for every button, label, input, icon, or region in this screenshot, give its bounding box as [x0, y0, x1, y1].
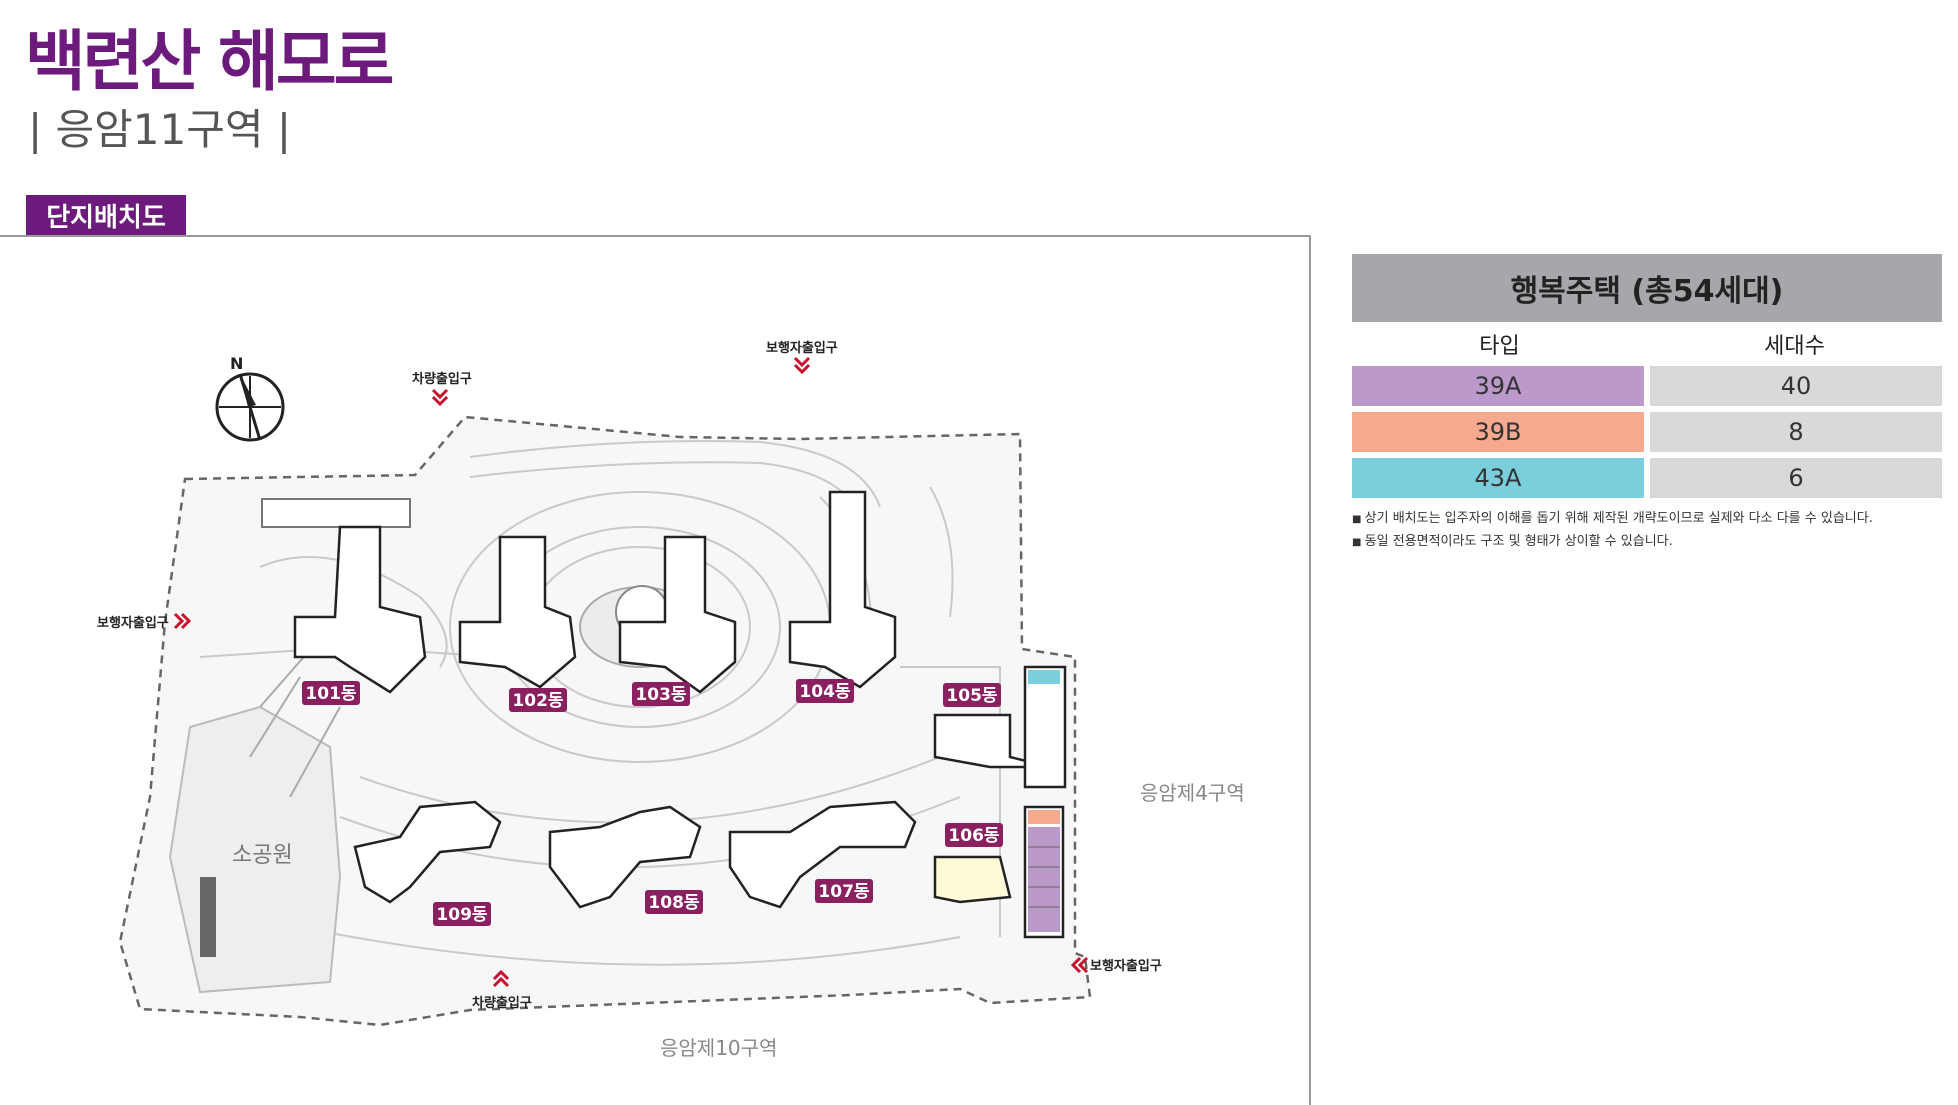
table-notes: 상기 배치도는 입주자의 이해를 돕기 위해 제작된 개략도이므로 실제와 다소…: [1352, 508, 1942, 554]
left-chevron-icon: [1070, 956, 1089, 974]
count-cell: 40: [1650, 366, 1942, 406]
unit-39a: [1028, 827, 1060, 932]
note-item: 동일 전용면적이라도 구조 및 형태가 상이할 수 있습니다.: [1352, 531, 1942, 554]
unit-43a: [1028, 670, 1060, 684]
pedestrian-entrance-right-label: 보행자출입구: [1090, 958, 1162, 974]
entrance-markers: 차량출입구 보행자출입구 보행자출입구 보행자출입구 차량출입구: [97, 340, 1162, 1011]
up-chevron-icon: [492, 969, 510, 988]
badge-103: 103동: [635, 685, 686, 705]
down-chevron-icon: [793, 356, 811, 375]
building-badges: 101동 102동 103동 104동 105동 106동 107동 108동 …: [302, 679, 1003, 926]
badge-106: 106동: [948, 826, 999, 846]
small-park: 소공원: [168, 626, 342, 994]
pedestrian-entrance-left-label: 보행자출입구: [97, 615, 169, 631]
note-item: 상기 배치도는 입주자의 이해를 돕기 위해 제작된 개략도이므로 실제와 다소…: [1352, 508, 1942, 531]
site-plan-map: N 소공원: [97, 340, 1245, 1060]
section-tag: 단지배치도: [26, 195, 186, 235]
page-title: 백련산 해모로: [25, 23, 394, 100]
badge-101: 101동: [305, 684, 356, 704]
type-cell: 43A: [1352, 458, 1644, 498]
count-cell: 6: [1650, 458, 1942, 498]
north-label: N: [230, 354, 243, 373]
type-cell: 39B: [1352, 412, 1644, 452]
badge-104: 104동: [799, 682, 850, 702]
right-chevron-icon: [173, 612, 192, 630]
happy-housing-tower: [1023, 670, 1065, 939]
table-row: 39B 8: [1352, 412, 1942, 452]
map-frame: [0, 235, 1311, 1105]
pedestrian-entrance-top-label: 보행자출입구: [766, 340, 838, 356]
table-row: 39A 40: [1352, 366, 1942, 406]
column-count-header: 세대수: [1764, 334, 1825, 359]
community-facility: [261, 498, 411, 528]
table-row: 43A 6: [1352, 458, 1942, 498]
down-chevron-icon: [431, 388, 449, 407]
column-type-header: 타입: [1479, 334, 1520, 359]
vehicle-entrance-top-label: 차량출입구: [412, 371, 472, 387]
badge-102: 102동: [512, 691, 563, 711]
north-compass-icon: N: [215, 354, 285, 442]
badge-107: 107동: [818, 882, 869, 902]
east-zone-label: 응암제4구역: [1140, 781, 1245, 805]
building-footprints: [293, 490, 1067, 909]
table-column-headers: 타입 세대수: [1352, 322, 1942, 366]
park-label: 소공원: [232, 843, 293, 868]
south-zone-label: 응암제10구역: [660, 1036, 777, 1060]
vehicle-entrance-bottom-label: 차량출입구: [472, 995, 532, 1011]
count-cell: 8: [1650, 412, 1942, 452]
page-subtitle: | 응암11구역 |: [28, 105, 292, 154]
badge-109: 109동: [436, 905, 487, 925]
badge-105: 105동: [946, 686, 997, 706]
badge-108: 108동: [648, 893, 699, 913]
housing-table-panel: 행복주택 (총54세대) 타입 세대수 39A 40 39B 8 43A 6 상…: [1352, 254, 1942, 554]
unit-39b: [1028, 810, 1060, 824]
housing-table-title: 행복주택 (총54세대): [1352, 254, 1942, 322]
type-cell: 39A: [1352, 366, 1644, 406]
